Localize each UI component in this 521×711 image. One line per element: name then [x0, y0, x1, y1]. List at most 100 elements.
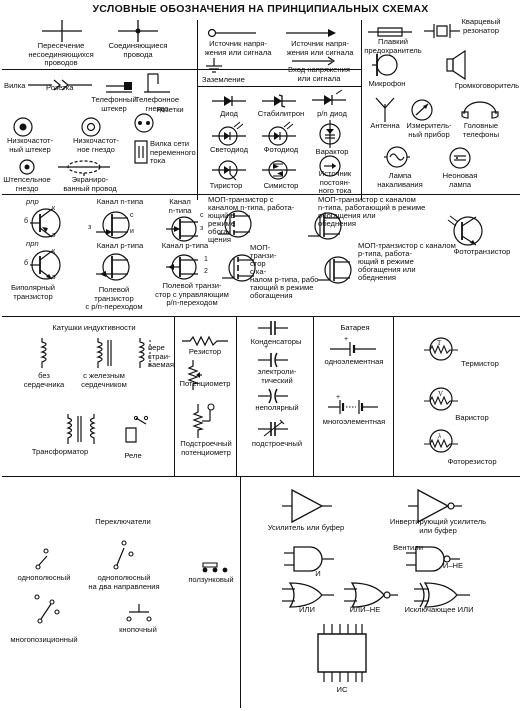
label-pushbutton: кнопочный [119, 625, 157, 634]
zener-icon [262, 94, 296, 108]
pin-label-k: к [52, 205, 56, 212]
label-inv-amp: Инвертирующий усилитель или буфер [389, 517, 487, 535]
label-mos-n-depl: МОП-транзистор с каналом n-типа, работаю… [318, 195, 426, 228]
label-slide: ползунковый [188, 575, 234, 584]
label-mains-plug: Вилка сети переменного тока [150, 139, 196, 165]
label-spdt: однополюсный на два направления [88, 573, 160, 591]
label-neon: Неоновая лампа [442, 171, 478, 189]
current-source-icon [318, 154, 342, 178]
label-adjustable: пере страи- ваемая [148, 343, 174, 369]
capacitor-icon [258, 320, 288, 336]
label-trimcap: подстроечный [251, 439, 303, 448]
divider [240, 476, 241, 708]
label-lowfreq-jack: Низкочастот- ное гнездо [72, 136, 120, 154]
pin-label-i: и [130, 228, 134, 235]
label-gates: Вентили [393, 543, 423, 552]
label-jfet-pn: Полевой транзистор с p/n-переходом [85, 285, 143, 311]
label-photodiode: Фотодиод [263, 145, 299, 154]
divider [393, 316, 394, 476]
label-multi-cell: многоэлементная [322, 417, 386, 426]
label-pnp: pnp [26, 197, 39, 206]
phone-plug-icon [106, 82, 132, 94]
label-zener: Стабилитрон [257, 109, 305, 118]
thermistor-icon: T [424, 336, 458, 362]
fuse-icon [368, 26, 412, 38]
amplifier-icon [282, 488, 332, 524]
mosfet-n-enh-icon [216, 208, 256, 240]
label-single-cell: одноэлементная [324, 357, 384, 366]
trimmer-pot-icon [194, 404, 218, 438]
label-p-channel: Канал p-типа [96, 241, 144, 250]
antenna-icon [374, 98, 396, 122]
headphones-icon [460, 100, 500, 120]
nor-gate-icon [344, 582, 398, 608]
label-fuse: Плавкий предохранитель [364, 37, 422, 55]
speaker-icon [446, 50, 468, 80]
diode-icon [212, 96, 246, 106]
divider [197, 20, 198, 200]
label-input: Вход напряжения или сигнала [288, 65, 350, 83]
label-lamp: Лампа накаливания [377, 171, 423, 189]
label-and: И [315, 569, 321, 578]
battery-plus: + [336, 394, 341, 401]
label-lowfreq-plug: Низкочастот- ный штекер [6, 136, 54, 154]
slide-switch-icon [202, 562, 228, 573]
label-phone-jack: Телефонное гнездо [134, 95, 180, 113]
label-switches: Переключатели [95, 517, 151, 526]
pin-diode-icon [312, 90, 346, 105]
pushbutton-switch-icon [126, 604, 152, 622]
pin-label-e: э [52, 232, 56, 239]
label-varistor: Варистор [455, 413, 489, 422]
divider [2, 194, 520, 195]
jfet-p-icon [94, 250, 134, 284]
label-headphones: Головные телефоны [462, 121, 500, 139]
pin-label-b: б [24, 218, 29, 225]
plug-icon [28, 78, 64, 92]
label-speaker: Громкоговоритель [454, 81, 520, 90]
variable-capacitor-icon [258, 420, 288, 438]
inverting-amplifier-icon [408, 488, 462, 524]
divider [236, 316, 237, 476]
spdt-switch-icon [112, 540, 134, 570]
label-amplifier: Усилитель или буфер [267, 523, 345, 532]
voltage-source-icon [204, 28, 256, 38]
label-nonpolar: неполярный [255, 403, 299, 412]
spst-switch-icon [34, 548, 50, 570]
pin-label-2: 2 [204, 268, 208, 275]
battery-multi-icon [328, 400, 378, 414]
label-ground: Заземление [202, 75, 245, 84]
ic-package-icon [310, 624, 374, 682]
page-title: УСЛОВНЫЕ ОБОЗНАЧЕНИЯ НА ПРИНЦИПИАЛЬНЫХ С… [92, 3, 429, 15]
shielded-wire-icon [58, 158, 110, 176]
label-diode: Диод [220, 109, 238, 118]
socket-icon [62, 78, 92, 92]
dual-gate-fet-p-icon [164, 252, 204, 282]
label-junction: Соединяющиеся провода [108, 41, 168, 59]
coil-no-core-icon [40, 338, 52, 368]
label-coils: Катушки индуктивности [52, 323, 136, 332]
label-phototransistor: Фототранзистор [453, 247, 511, 256]
label-phone-plug: Телефонный штекер [91, 95, 137, 113]
transformer-icon [66, 414, 96, 444]
relay-icon [124, 416, 148, 446]
triac-icon [262, 158, 298, 182]
label-microphone: Микрофон [368, 79, 406, 88]
divider [2, 316, 520, 317]
label-meter: Измеритель- ный прибор [406, 121, 452, 139]
label-nand: И–НЕ [442, 561, 464, 570]
label-n-channel: Канал n-типа [96, 197, 144, 206]
pin-label-e: э [52, 274, 56, 281]
label-transformer: Трансформатор [31, 447, 89, 456]
label-pin-diode: p/n диод [317, 109, 347, 118]
battery-plus: + [344, 336, 349, 343]
label-socket: Розетка [46, 83, 74, 92]
label-crossing: Пересечение несоединяющихся проводов [28, 41, 94, 67]
coil-adjustable-icon [138, 338, 152, 368]
label-varactor: Варактор [315, 147, 349, 156]
label-jfet-pn-2: Полевой транзи- стор с управляющим p/n-п… [155, 281, 229, 307]
svg-text:V: V [438, 390, 443, 398]
thyristor-icon [212, 160, 248, 182]
label-mos-n: МОП-транзистор с каналом n-типа, работа-… [208, 195, 295, 244]
mains-plug-icon [134, 140, 148, 164]
pin-label-b: б [24, 260, 29, 267]
